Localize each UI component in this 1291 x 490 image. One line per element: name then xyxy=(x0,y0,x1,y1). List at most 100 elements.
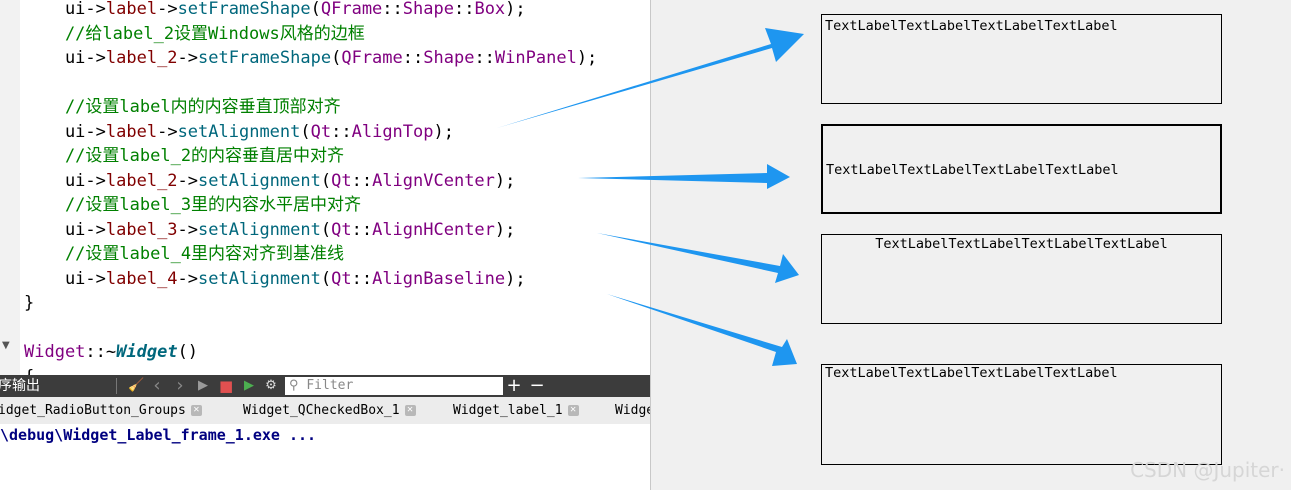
close-icon[interactable]: ✕ xyxy=(567,405,579,416)
label-2-align-vcenter: TextLabelTextLabelTextLabelTextLabel xyxy=(821,124,1222,214)
code-line: ui->label_4->setAlignment(Qt::AlignBasel… xyxy=(24,267,526,291)
stop-icon[interactable]: ■ xyxy=(219,377,234,395)
broom-icon[interactable]: 🧹 xyxy=(128,378,145,393)
plus-icon[interactable]: + xyxy=(506,375,522,396)
code-token: setFrameShape xyxy=(198,48,332,68)
code-token: ( xyxy=(331,48,342,68)
code-token: ui-> xyxy=(24,121,106,142)
code-token: :: xyxy=(351,268,373,289)
code-token: label_2 xyxy=(105,48,178,68)
tab-label: Widget_QCheckedBox_1 xyxy=(243,403,400,418)
code-token: :: xyxy=(351,219,373,240)
label-text: TextLabelTextLabelTextLabelTextLabel xyxy=(825,365,1118,381)
gear-icon[interactable]: ⚙ xyxy=(265,378,277,393)
output-toolbar: 序输出 🧹 ‹ › ▶ ■ ▶ ⚙ ⚲ Filter + − xyxy=(0,375,650,397)
code-token: Shape xyxy=(402,0,454,19)
tab-widget-radiobutton-groups[interactable]: idget_RadioButton_Groups ✕ xyxy=(0,397,202,424)
tab-label: Widget_label_1 xyxy=(453,403,563,418)
code-token: label_4 xyxy=(105,268,178,289)
tab-widget-qcheckedbox-1[interactable]: Widget_QCheckedBox_1 ✕ xyxy=(243,397,416,424)
output-line: \debug\Widget_Label_frame_1.exe ... xyxy=(0,426,317,444)
run-debug-icon[interactable]: ▶ xyxy=(244,378,254,393)
code-token: AlignHCenter xyxy=(372,219,495,240)
code-token: ); xyxy=(433,121,454,142)
label-3-align-hcenter: TextLabelTextLabelTextLabelTextLabel xyxy=(821,234,1222,324)
code-token: -> xyxy=(177,219,199,240)
code-token: -> xyxy=(177,268,199,289)
code-token: ( xyxy=(320,170,332,191)
code-token: Box xyxy=(474,0,506,19)
code-token: :: xyxy=(474,48,495,68)
tab-widget-truncated[interactable]: Widge xyxy=(615,397,650,424)
code-token: label_3 xyxy=(105,219,178,240)
code-line: ui->label_3->setAlignment(Qt::AlignHCent… xyxy=(24,218,515,242)
code-token: setAlignment xyxy=(198,219,321,240)
code-token: ::~ xyxy=(85,342,117,362)
toolbar-separator xyxy=(116,378,117,394)
code-line: //设置label_4里内容对齐到基准线 xyxy=(24,242,344,266)
search-icon: ⚲ xyxy=(289,378,299,393)
code-token: setAlignment xyxy=(198,268,321,289)
code-line: } xyxy=(24,291,34,315)
code-token: Qt xyxy=(331,170,352,191)
code-token: //设置label_4里内容对齐到基准线 xyxy=(24,244,345,264)
code-token: label xyxy=(105,0,158,19)
code-token: -> xyxy=(177,48,199,68)
code-token: AlignVCenter xyxy=(372,170,495,191)
code-token: () xyxy=(177,342,199,362)
chevron-right-icon[interactable]: › xyxy=(176,375,184,396)
code-token: //设置label内的内容垂直顶部对齐 xyxy=(24,97,341,117)
code-token: -> xyxy=(177,170,199,191)
chevron-left-icon[interactable]: ‹ xyxy=(153,375,161,396)
close-icon[interactable]: ✕ xyxy=(404,405,416,416)
output-panel-title[interactable]: 序输出 xyxy=(0,378,40,394)
code-token: ( xyxy=(310,0,321,19)
tab-label: idget_RadioButton_Groups xyxy=(0,403,186,418)
label-align-top: TextLabelTextLabelTextLabelTextLabel xyxy=(821,14,1222,104)
code-token: QFrame xyxy=(341,48,403,68)
code-token: WinPanel xyxy=(494,48,577,68)
code-token: Shape xyxy=(423,48,475,68)
code-token: //给label_2设置Windows风格的边框 xyxy=(24,23,365,44)
minus-icon[interactable]: − xyxy=(529,375,545,396)
label-4-align-baseline: TextLabelTextLabelTextLabelTextLabel xyxy=(821,364,1222,465)
tab-label: Widge xyxy=(615,403,650,418)
code-line: //给label_2设置Windows风格的边框 xyxy=(24,22,365,46)
code-token: ui-> xyxy=(24,0,106,19)
code-token: { xyxy=(24,367,34,376)
code-line: //设置label内的内容垂直顶部对齐 xyxy=(24,95,341,119)
application-output[interactable]: \debug\Widget_Label_frame_1.exe ... xyxy=(0,424,650,490)
code-token: label xyxy=(105,121,158,142)
tab-widget-label-1[interactable]: Widget_label_1 ✕ xyxy=(453,397,579,424)
code-token: ( xyxy=(300,121,311,142)
code-line: ui->label_2->setFrameShape(QFrame::Shape… xyxy=(24,46,597,70)
code-token: :: xyxy=(453,0,475,19)
code-editor[interactable]: ui->label->setFrameShape(QFrame::Shape::… xyxy=(0,0,650,375)
code-line: { xyxy=(24,365,34,376)
close-icon[interactable]: ✕ xyxy=(190,405,202,416)
fold-arrow-icon[interactable]: ▼ xyxy=(2,340,10,351)
code-token: :: xyxy=(351,170,373,191)
code-token: setAlignment xyxy=(177,121,301,142)
widget-preview: TextLabelTextLabelTextLabelTextLabel Tex… xyxy=(650,0,1291,490)
code-token: ui-> xyxy=(24,219,106,240)
editor-gutter xyxy=(0,0,20,375)
code-token: Qt xyxy=(331,219,352,240)
label-text: TextLabelTextLabelTextLabelTextLabel xyxy=(875,236,1168,252)
output-tab-bar: idget_RadioButton_Groups ✕ Widget_QChecke… xyxy=(0,397,650,425)
code-token: Qt xyxy=(331,268,352,289)
code-line: ui->label->setAlignment(Qt::AlignTop); xyxy=(24,120,454,144)
code-token: setAlignment xyxy=(198,170,321,191)
code-token: ); xyxy=(576,48,598,68)
code-token: :: xyxy=(402,48,424,68)
play-icon[interactable]: ▶ xyxy=(198,378,208,393)
code-token: QFrame xyxy=(320,0,383,19)
label-text: TextLabelTextLabelTextLabelTextLabel xyxy=(825,18,1118,34)
code-token: ui-> xyxy=(24,268,106,289)
code-line: //设置label_3里的内容水平居中对齐 xyxy=(24,193,361,217)
code-token: //设置label_3里的内容水平居中对齐 xyxy=(24,195,362,215)
code-token: //设置label_2的内容垂直居中对齐 xyxy=(24,146,345,166)
filter-input[interactable]: ⚲ Filter xyxy=(285,377,503,395)
code-token: Qt xyxy=(310,121,332,142)
code-token: label_2 xyxy=(105,170,178,191)
